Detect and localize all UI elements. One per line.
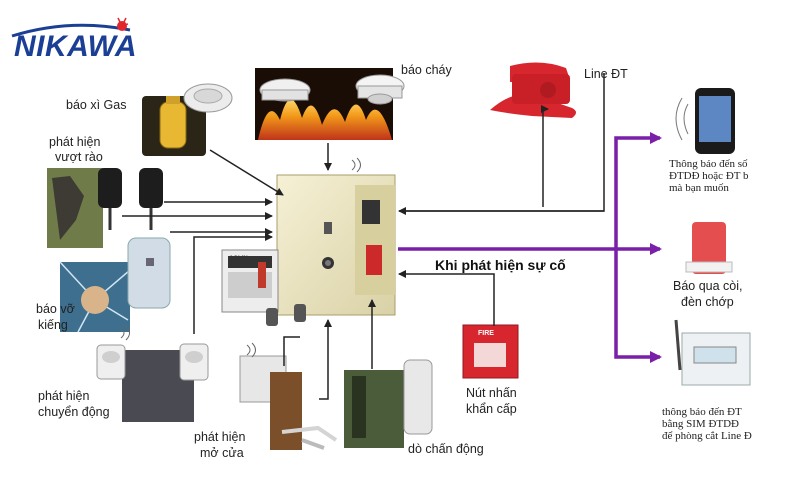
label-siren-1: Báo qua còi, bbox=[673, 279, 743, 293]
label-motion-2: chuyển động bbox=[38, 405, 110, 419]
smoke-detector-icon bbox=[259, 74, 405, 105]
remote-icon bbox=[266, 304, 306, 326]
label-notify-phone-1: Thông báo đến số bbox=[669, 158, 748, 170]
output-connectors bbox=[398, 132, 662, 363]
glass-break-icon bbox=[59, 237, 171, 333]
nikawa-logo: NIKAWA bbox=[14, 30, 137, 63]
pir-sensor-icon bbox=[96, 343, 209, 422]
label-glass-2: kiếng bbox=[38, 318, 68, 332]
panic-button-icon bbox=[462, 324, 519, 379]
label-siren-2: đèn chớp bbox=[681, 295, 734, 309]
vibration-sensor-icon bbox=[344, 359, 433, 448]
control-panel-icon bbox=[276, 174, 396, 316]
headline-incident: Khi phát hiện sự cố bbox=[435, 257, 566, 273]
keypad-icon bbox=[221, 249, 279, 313]
siren-icon bbox=[685, 222, 733, 274]
label-fence-2: vượt rào bbox=[55, 150, 103, 164]
label-motion-1: phát hiện bbox=[38, 389, 90, 403]
door-contact-icon bbox=[239, 355, 338, 450]
label-notify-phone-3: mà bạn muốn bbox=[669, 182, 729, 194]
label-notify-phone-2: ĐTDĐ hoặc ĐT b bbox=[669, 170, 749, 182]
label-phone-line: Line ĐT bbox=[584, 67, 628, 81]
label-fire: báo cháy bbox=[401, 63, 452, 77]
label-vibration: dò chấn động bbox=[408, 442, 484, 456]
label-door-1: phát hiện bbox=[194, 430, 246, 444]
label-glass-1: báo vỡ bbox=[36, 302, 75, 316]
mobile-phone-icon bbox=[675, 88, 735, 154]
input-connectors bbox=[122, 73, 605, 400]
gsm-module-icon bbox=[674, 319, 751, 386]
panel-brand-label: AOLIN bbox=[229, 256, 248, 262]
label-notify-sim-1: thông báo đến ĐT bbox=[662, 406, 742, 418]
logo-mark bbox=[11, 17, 131, 38]
beam-sensor-icon bbox=[47, 168, 163, 248]
gas-detector-icon bbox=[142, 83, 233, 156]
telephone-icon bbox=[490, 62, 576, 118]
label-door-2: mở cửa bbox=[200, 446, 244, 460]
label-panic-1: Nút nhấn bbox=[466, 386, 517, 400]
label-gas: báo xì Gas bbox=[66, 98, 127, 112]
label-fence-1: phát hiện bbox=[49, 135, 101, 149]
label-panic-2: khẩn cấp bbox=[466, 402, 517, 416]
label-notify-sim-2: bằng SIM ĐTDĐ bbox=[662, 418, 739, 430]
label-notify-sim-3: để phòng cắt Line Đ bbox=[662, 430, 752, 442]
fire-box-label: FIRE bbox=[478, 330, 494, 337]
signal-marks bbox=[120, 157, 361, 358]
